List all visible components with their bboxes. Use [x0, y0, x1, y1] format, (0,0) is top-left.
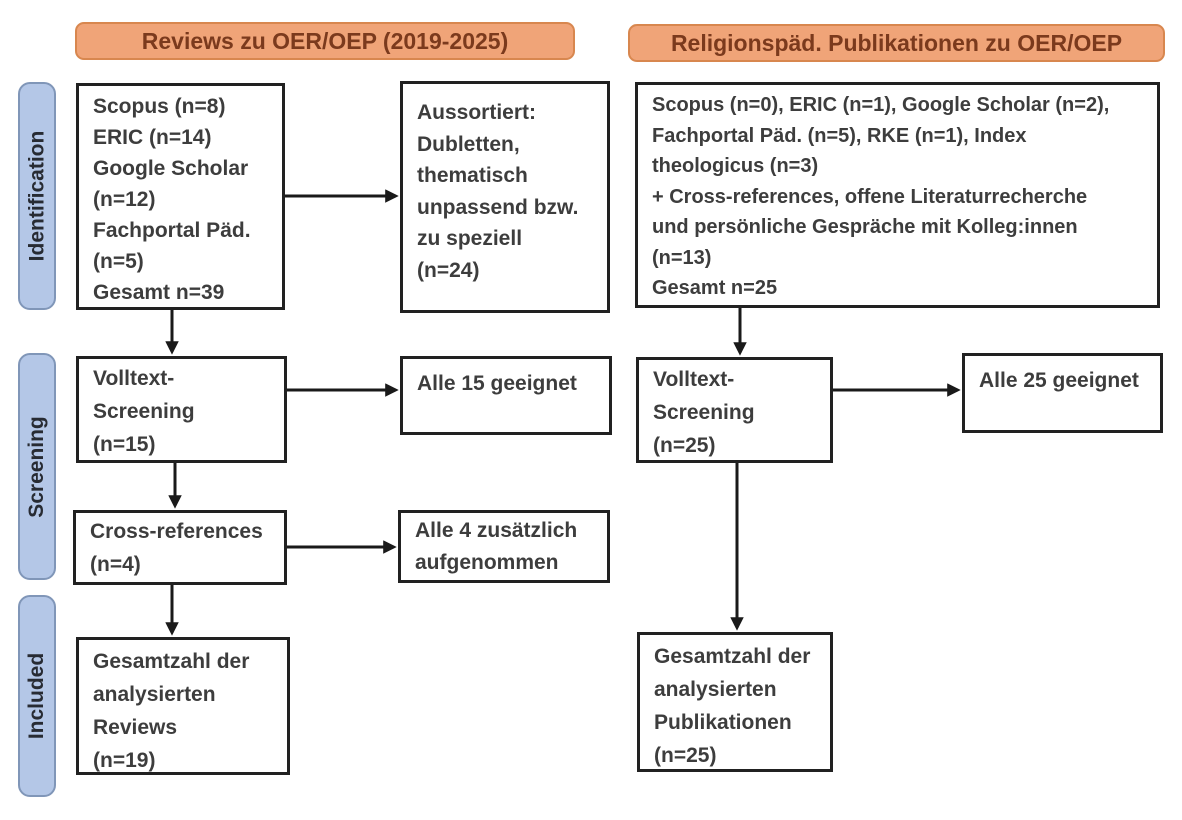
box-left-cross-references-result: Alle 4 zusätzlich aufgenommen	[398, 510, 610, 583]
stage-label-included-text: Included	[25, 652, 48, 740]
box-right-identification-sources: Scopus (n=0), ERIC (n=1), Google Scholar…	[635, 82, 1160, 308]
stage-label-identification: Identification	[18, 82, 56, 310]
column-header-religionspaed-publikationen: Religionspäd. Publikationen zu OER/OEP	[628, 24, 1165, 62]
box-left-excluded: Aussortiert: Dubletten, thematisch unpas…	[400, 81, 610, 313]
box-left-identification-sources: Scopus (n=8) ERIC (n=14) Google Scholar …	[76, 83, 285, 310]
box-left-fulltext-screening: Volltext- Screening (n=15)	[76, 356, 287, 463]
stage-label-screening-text: Screening	[25, 415, 49, 518]
column-header-reviews: Reviews zu OER/OEP (2019-2025)	[75, 22, 575, 60]
box-left-fulltext-result: Alle 15 geeignet	[400, 356, 612, 435]
box-right-included-total: Gesamtzahl der analysierten Publikatione…	[637, 632, 833, 772]
stage-label-screening: Screening	[18, 353, 56, 580]
stage-label-identification-text: Identification	[25, 130, 49, 262]
box-left-included-total: Gesamtzahl der analysierten Reviews (n=1…	[76, 637, 290, 775]
box-right-fulltext-screening: Volltext- Screening (n=25)	[636, 357, 833, 463]
box-right-fulltext-result: Alle 25 geeignet	[962, 353, 1163, 433]
box-left-cross-references: Cross-references (n=4)	[73, 510, 287, 585]
stage-label-included: Included	[18, 595, 56, 797]
